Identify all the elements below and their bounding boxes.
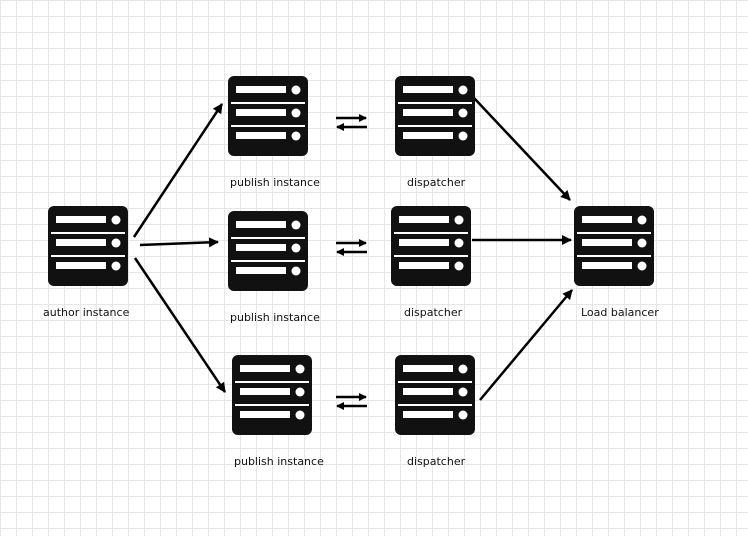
edge-publish2-dispatcher2	[336, 239, 367, 256]
edge-author-publish1	[132, 103, 224, 238]
dispatcher1-label: dispatcher	[407, 176, 466, 189]
edge-author-publish3	[133, 257, 227, 393]
author-server-icon	[48, 206, 128, 286]
edge-publish3-dispatcher3	[336, 393, 367, 410]
edge-author-publish2	[139, 237, 219, 248]
loadbalancer-label: Load balancer	[581, 306, 659, 319]
dispatcher1-server-icon	[395, 76, 475, 156]
edge-dispatcher3-loadbalancer	[479, 289, 573, 401]
loadbalancer-server-icon	[574, 206, 654, 286]
dispatcher3-server-icon	[395, 355, 475, 435]
dispatcher2-server-icon	[391, 206, 471, 286]
publish2-label: publish instance	[230, 311, 320, 324]
dispatcher2-label: dispatcher	[404, 306, 463, 319]
publish3-label: publish instance	[234, 455, 324, 468]
edge-dispatcher1-loadbalancer	[473, 97, 571, 201]
publish3-server-icon	[232, 355, 312, 435]
author-label: author instance	[43, 306, 130, 319]
publish1-server-icon	[228, 76, 308, 156]
dispatcher3-label: dispatcher	[407, 455, 466, 468]
edge-publish1-dispatcher1	[336, 114, 367, 131]
publish1-label: publish instance	[230, 176, 320, 189]
publish2-server-icon	[228, 211, 308, 291]
